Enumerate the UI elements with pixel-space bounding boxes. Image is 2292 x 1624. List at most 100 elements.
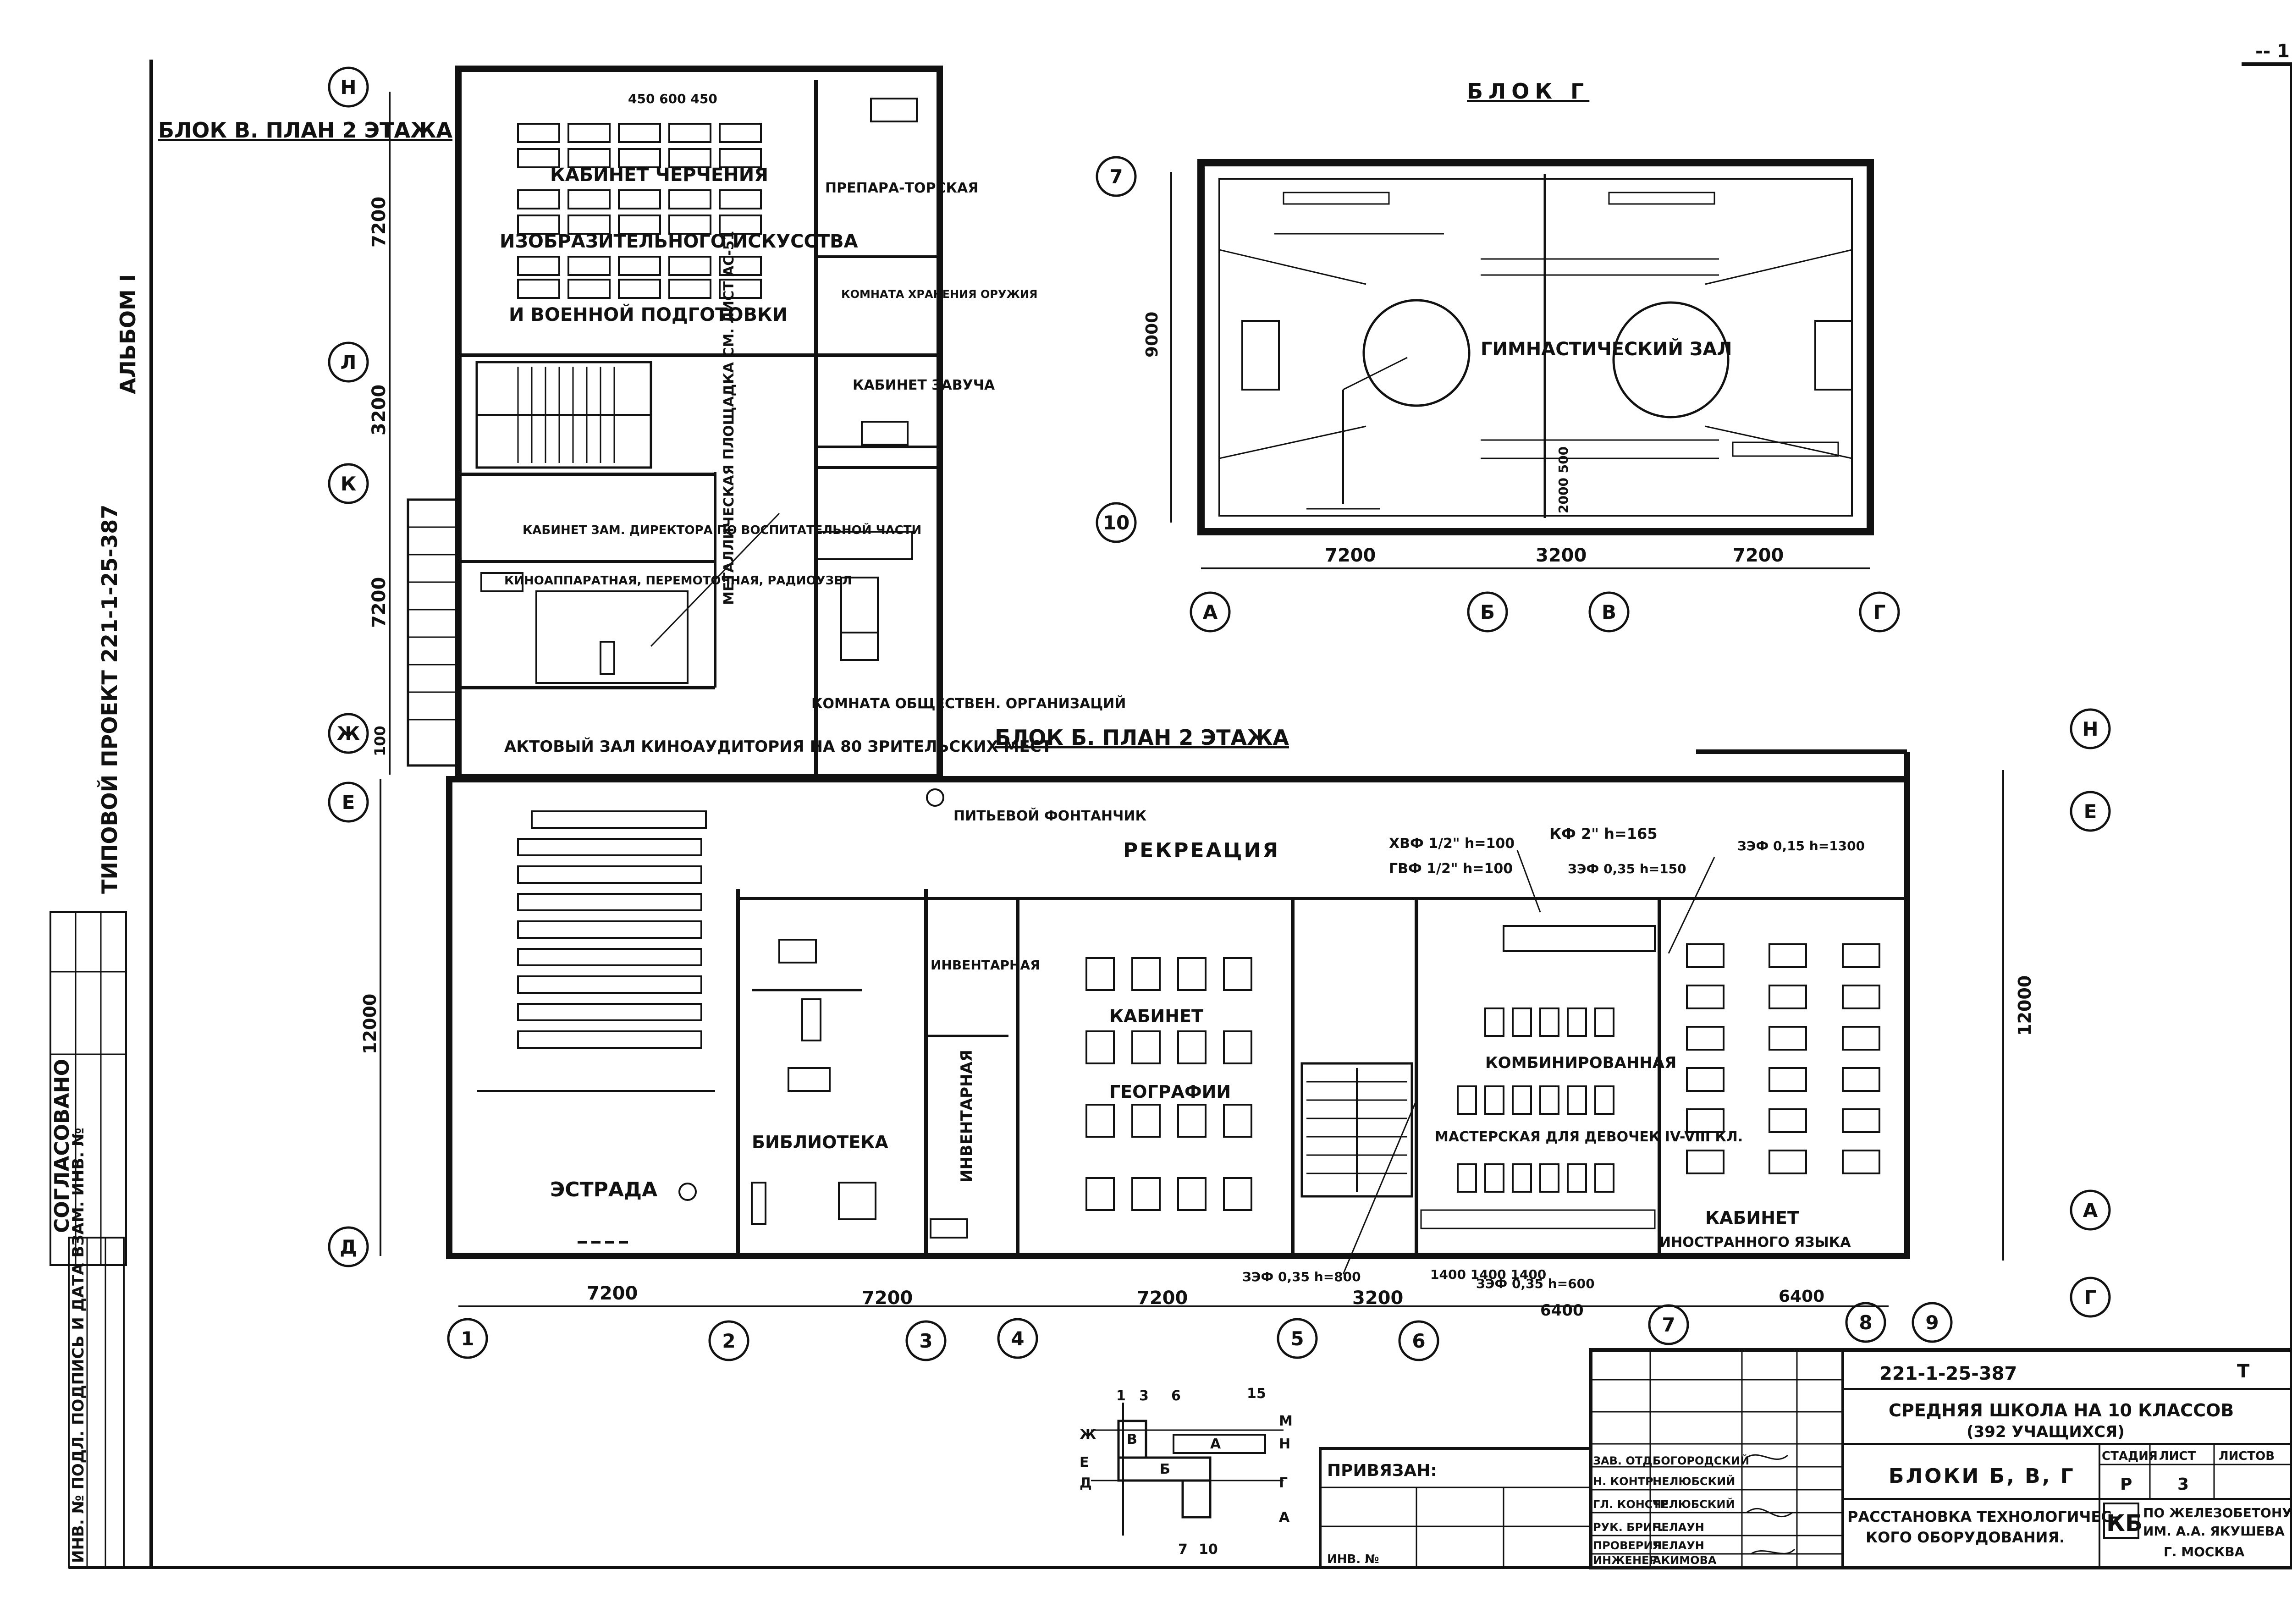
axis-bubble-k: К (328, 463, 369, 504)
key-label-1: 1 (1116, 1388, 1126, 1404)
assembly-seats (517, 810, 707, 1049)
gym-dim-small: 2000 500 (1556, 446, 1571, 513)
workshop-machines (1420, 925, 1656, 1229)
axis-bubble-g10: 10 (1096, 502, 1137, 543)
school-name-2: (392 УЧАЩИХСЯ) (1967, 1423, 2125, 1441)
inventory-label-2: ИНВЕНТАРНАЯ (958, 1050, 976, 1183)
axis-bubble-g7: 7 (1096, 156, 1137, 197)
key-label-10: 10 (1199, 1541, 1218, 1558)
dim-b-45: 7200 (1137, 1288, 1188, 1309)
svg-text:Г: Г (2084, 1286, 2097, 1309)
svg-text:А: А (1203, 601, 1218, 623)
axis-bubble-row-e2: Е (2070, 791, 2111, 832)
role-2: Н. КОНТР. (1593, 1475, 1658, 1488)
axis-bubble-col-9: 9 (1912, 1302, 1953, 1343)
svg-text:7: 7 (1662, 1314, 1675, 1336)
stair-v-ext (407, 498, 460, 767)
key-label-3: 3 (1139, 1388, 1149, 1404)
note-1: ХВФ 1/2" h=100 (1389, 836, 1515, 852)
recreation-label: РЕКРЕАЦИЯ (1123, 839, 1280, 862)
room-public: КОМНАТА ОБЩЕСТВЕН. ОРГАНИЗАЦИЙ (811, 695, 1126, 712)
axis-bubble-col-6: 6 (1398, 1320, 1439, 1361)
svg-text:Б: Б (1480, 601, 1495, 623)
geography-label-1: КАБИНЕТ (1109, 1006, 1203, 1026)
note-3: КФ 2" h=165 (1549, 825, 1658, 842)
name-3: ЧЕЛЮБСКИЙ (1653, 1497, 1735, 1511)
inventory-label-1: ИНВЕНТАРНАЯ (931, 958, 1040, 973)
name-2: НЕЛЮБСКИЙ (1653, 1475, 1735, 1488)
axis-bubble-l: Л (328, 341, 369, 383)
key-label-e: Е (1080, 1454, 1089, 1470)
org-line-2: ИМ. А.А. ЯКУШЕВА (2143, 1524, 2285, 1539)
language-desks (1686, 943, 1880, 1174)
axis-bubble-col-8: 8 (1845, 1302, 1886, 1343)
room-drawing-2: ИЗОБРАЗИТЕЛЬНОГО ИСКУССТВА (500, 231, 858, 252)
geography-label-2: ГЕОГРАФИИ (1109, 1082, 1231, 1102)
name-1: БОГОРОДСКИЙ (1653, 1454, 1749, 1467)
block-g-title: БЛОК Г (1467, 79, 1589, 104)
note-5: ЗЭФ 0,15 h=1300 (1737, 838, 1865, 853)
block-g-plan: БЛОК Г ГИМНАСТИЧЕСКИЙ ЗАЛ 9000 7200 3200… (1096, 79, 1900, 633)
left-margin: АЛЬБОМ I ТИПОВОЙ ПРОЕКТ 221-1-25-387 СОГ… (50, 274, 140, 1569)
key-label-d: Д (1080, 1475, 1092, 1491)
svg-text:2: 2 (722, 1330, 735, 1352)
axis-bubble-ga: А (1190, 591, 1231, 633)
axis-bubble-row-e: Е (328, 782, 369, 823)
gym-dim-w1: 7200 (1325, 545, 1376, 566)
sheet-header: ЛИСТ (2159, 1449, 2196, 1463)
key-label-g: Г (1279, 1475, 1288, 1491)
svg-text:В: В (1602, 601, 1616, 623)
note-6: ЗЭФ 0,35 h=800 (1242, 1269, 1361, 1284)
svg-text:А: А (2083, 1199, 2098, 1222)
block-b-title: БЛОК Б. ПЛАН 2 ЭТАЖА (995, 725, 1289, 750)
dim-b-23: 7200 (862, 1288, 913, 1309)
dim-b-sub: 1400 1400 1400 (1430, 1267, 1546, 1282)
gym-dim-w3: 7200 (1733, 545, 1784, 566)
dim-v-3: 7200 (369, 577, 390, 628)
svg-text:9: 9 (1925, 1311, 1939, 1334)
room-radio: КИНОАППАРАТНАЯ, ПЕРЕМОТОЧНАЯ, РАДИОУЗЕЛ (504, 574, 852, 588)
room-assembly: АКТОВЫЙ ЗАЛ КИНОАУДИТОРИЯ НА 80 ЗРИТЕЛЬС… (504, 737, 1052, 756)
key-label-15: 15 (1247, 1386, 1266, 1402)
dim-b-56: 3200 (1352, 1288, 1403, 1309)
axis-bubble-row-n: Н (2070, 708, 2111, 749)
sheet-value: 3 (2177, 1475, 2189, 1494)
inv-label: ИНВ. № ПОДЛ. ПОДПИСЬ И ДАТА ВЗАМ. ИНВ. № (69, 1128, 88, 1563)
dim-v-1: 7200 (369, 197, 390, 248)
note-4: ЗЭФ 0,35 h=150 (1568, 861, 1686, 876)
linked-label: ПРИВЯЗАН: (1327, 1461, 1437, 1480)
drawing-room-desks (517, 123, 762, 299)
sheet-name: БЛОКИ Б, В, Г (1889, 1464, 2075, 1488)
block-v-title: БЛОК В. ПЛАН 2 ЭТАЖА (158, 118, 452, 143)
role-4: РУК. БРИГ. (1593, 1521, 1664, 1534)
svg-text:5: 5 (1290, 1327, 1304, 1350)
dim-b-height-2: 12000 (2015, 975, 2035, 1036)
workshop-label-2: МАСТЕРСКАЯ ДЛЯ ДЕВОЧЕК IV-VIII КЛ. (1435, 1129, 1743, 1145)
svg-text:Ж: Ж (336, 722, 360, 745)
svg-text:4: 4 (1011, 1327, 1024, 1350)
stage-header: СТАДИЯ (2102, 1449, 2158, 1463)
key-label-6: 6 (1171, 1388, 1181, 1404)
axis-bubble-col-4: 4 (997, 1318, 1038, 1359)
axis-bubble-col-3: 3 (905, 1320, 947, 1361)
key-block-b: Б (1160, 1461, 1170, 1477)
stair-b (1300, 1062, 1413, 1198)
axis-bubble-gg: Г (1859, 591, 1900, 633)
gym-hall-label: ГИМНАСТИЧЕСКИЙ ЗАЛ (1481, 338, 1732, 360)
key-label-zh: Ж (1080, 1427, 1096, 1443)
dim-b-12: 7200 (587, 1283, 638, 1304)
agreed-label: СОГЛАСОВАНО (50, 1059, 74, 1233)
room-drawing-1: КАБИНЕТ ЧЕРЧЕНИЯ (550, 165, 768, 186)
role-1: ЗАВ. ОТД. (1593, 1454, 1657, 1467)
content-1: РАССТАНОВКА ТЕХНОЛОГИЧЕС- (1847, 1508, 2118, 1525)
org-line-3: Г. МОСКВА (2164, 1544, 2245, 1559)
axis-bubble-h: Н (328, 66, 369, 108)
block-b-plan: БЛОК Б. ПЛАН 2 ЭТАЖА (328, 708, 2111, 1361)
axis-bubble-col-7: 7 (1648, 1304, 1689, 1345)
language-label-2: ИНОСТРАННОГО ЯЗЫКА (1659, 1234, 1851, 1250)
role-6: ИНЖЕНЕР (1593, 1554, 1657, 1567)
role-5: ПРОВЕРИЛ (1593, 1539, 1662, 1552)
role-3: ГЛ. КОНСТР. (1593, 1498, 1673, 1511)
school-name-1: СРЕДНЯЯ ШКОЛА НА 10 КЛАССОВ (1889, 1400, 2234, 1420)
